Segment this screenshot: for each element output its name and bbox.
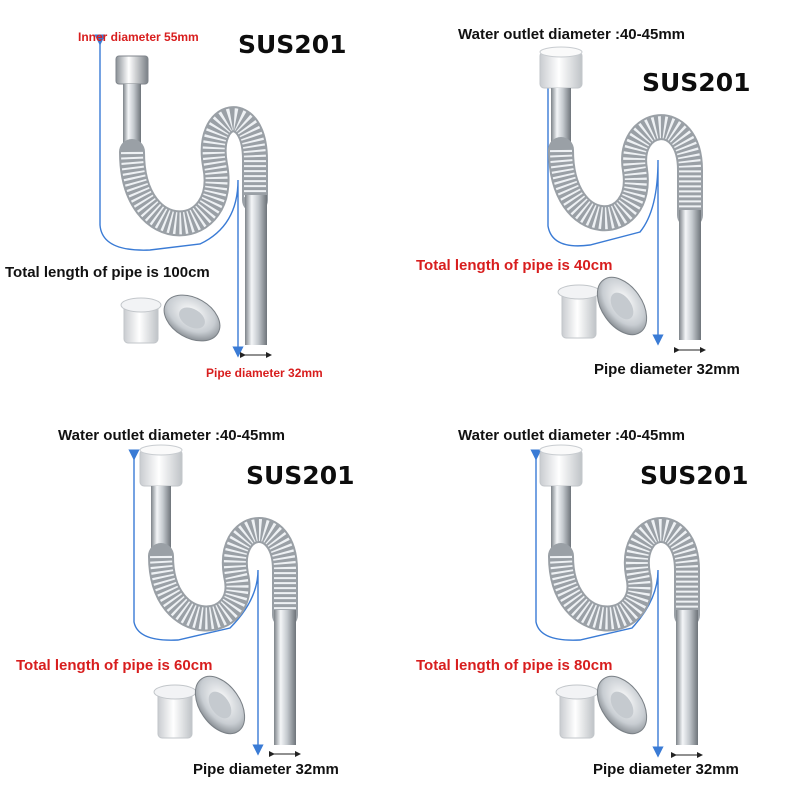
pipe-diameter-label: Pipe diameter 32mm (206, 366, 323, 380)
product-panel-100cm: Inner diameter 55mm SUS201 Total length … (0, 0, 400, 400)
water-outlet-label: Water outlet diameter :40-45mm (58, 427, 286, 444)
product-panel-40cm: Water outlet diameter :40-45mm SUS201 To… (400, 0, 800, 400)
pipe-diameter-label: Pipe diameter 32mm (593, 761, 739, 778)
length-label: Total length of pipe is 40cm (416, 257, 613, 274)
product-panel-60cm: Water outlet diameter :40-45mm SUS201 To… (0, 400, 400, 800)
inner-diameter-label: Inner diameter 55mm (78, 30, 199, 44)
pipe-illustration (530, 444, 703, 758)
model-label: SUS201 (642, 68, 751, 97)
product-panel-80cm: Water outlet diameter :40-45mm SUS201 To… (400, 400, 800, 800)
length-label: Total length of pipe is 80cm (416, 657, 613, 674)
length-label: Total length of pipe is 60cm (16, 657, 213, 674)
length-label: Total length of pipe is 100cm (5, 264, 210, 281)
pipe-diameter-label: Pipe diameter 32mm (594, 361, 740, 378)
water-outlet-label: Water outlet diameter :40-45mm (458, 427, 686, 444)
pipe-illustration (539, 46, 706, 353)
pipe-diameter-label: Pipe diameter 32mm (193, 761, 339, 778)
pipe-illustration (94, 34, 272, 358)
pipe-illustration (128, 444, 301, 757)
model-label: SUS201 (246, 461, 355, 490)
model-label: SUS201 (238, 30, 347, 59)
model-label: SUS201 (640, 461, 749, 490)
water-outlet-label: Water outlet diameter :40-45mm (458, 26, 686, 43)
